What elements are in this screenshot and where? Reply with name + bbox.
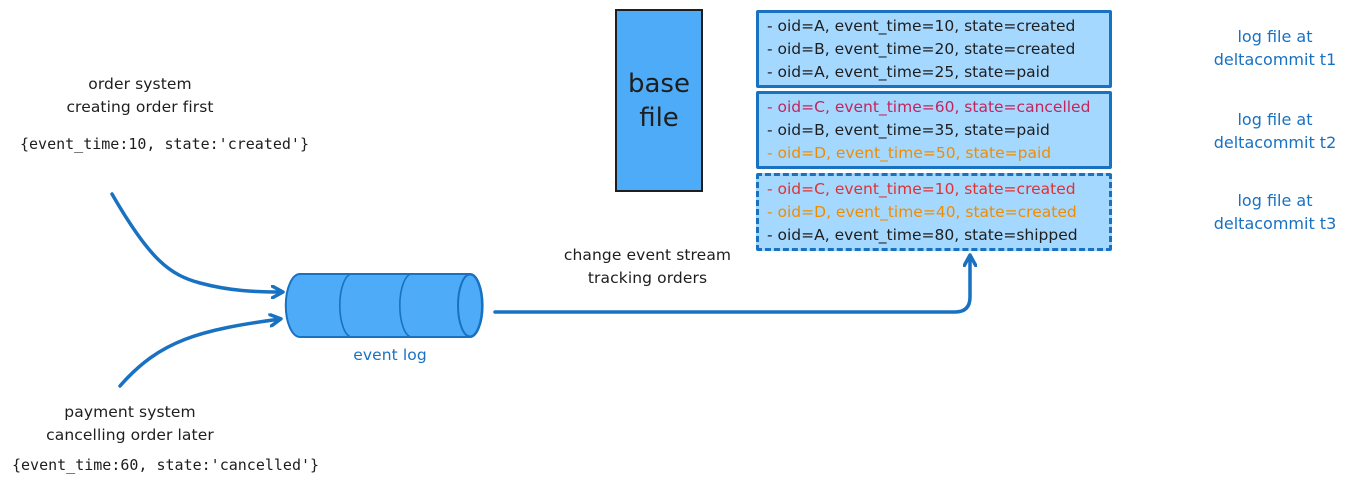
event-log-cylinder-icon — [284, 273, 484, 338]
payment-system-title: payment system — [64, 403, 196, 421]
log-file-label-line2: deltacommit t2 — [1213, 133, 1337, 152]
log-record: - oid=A, event_time=10, state=created — [767, 17, 1076, 35]
log-file-t3-label: log file at deltacommit t3 — [1190, 189, 1360, 235]
log-record: - oid=A, event_time=80, state=shipped — [767, 226, 1078, 244]
log-record: - oid=C, event_time=10, state=created — [767, 180, 1076, 198]
base-file-line2: file — [639, 102, 679, 133]
stream-label: change event stream tracking orders — [535, 244, 760, 290]
stream-label-line2: tracking orders — [587, 269, 708, 287]
payment-system-subtitle: cancelling order later — [46, 426, 214, 444]
base-file-line1: base — [628, 68, 690, 99]
log-file-t2: - oid=C, event_time=60, state=cancelled … — [756, 91, 1112, 169]
stream-label-line1: change event stream — [563, 246, 732, 264]
order-system-caption: order system creating order first — [40, 73, 240, 119]
log-record: - oid=D, event_time=50, state=paid — [767, 144, 1052, 162]
event-log-label: event log — [353, 346, 427, 364]
log-file-t1-label: log file at deltacommit t1 — [1190, 25, 1360, 71]
log-file-label-line1: log file at — [1237, 110, 1313, 129]
log-file-label-line2: deltacommit t1 — [1213, 50, 1337, 69]
log-record: - oid=B, event_time=35, state=paid — [767, 121, 1050, 139]
log-file-label-line1: log file at — [1237, 27, 1313, 46]
payment-system-payload: {event_time:60, state:'cancelled'} — [12, 456, 320, 474]
payment-system-caption: payment system cancelling order later — [30, 401, 230, 447]
log-record: - oid=B, event_time=20, state=created — [767, 40, 1076, 58]
log-record: - oid=C, event_time=60, state=cancelled — [767, 98, 1091, 116]
log-file-t2-label: log file at deltacommit t2 — [1190, 108, 1360, 154]
order-system-payload: {event_time:10, state:'created'} — [20, 135, 309, 153]
log-file-t1: - oid=A, event_time=10, state=created - … — [756, 10, 1112, 88]
order-system-title: order system — [88, 75, 192, 93]
log-record: - oid=D, event_time=40, state=created — [767, 203, 1077, 221]
order-to-log-arrow — [110, 192, 282, 292]
log-file-label-line2: deltacommit t3 — [1213, 214, 1337, 233]
order-system-subtitle: creating order first — [66, 98, 214, 116]
log-file-t3: - oid=C, event_time=10, state=created - … — [756, 173, 1112, 251]
log-record: - oid=A, event_time=25, state=paid — [767, 63, 1050, 81]
stream-to-logfile-arrow — [493, 256, 970, 314]
base-file: base file — [615, 9, 703, 192]
log-file-label-line1: log file at — [1237, 191, 1313, 210]
payment-to-log-arrow — [118, 319, 280, 388]
